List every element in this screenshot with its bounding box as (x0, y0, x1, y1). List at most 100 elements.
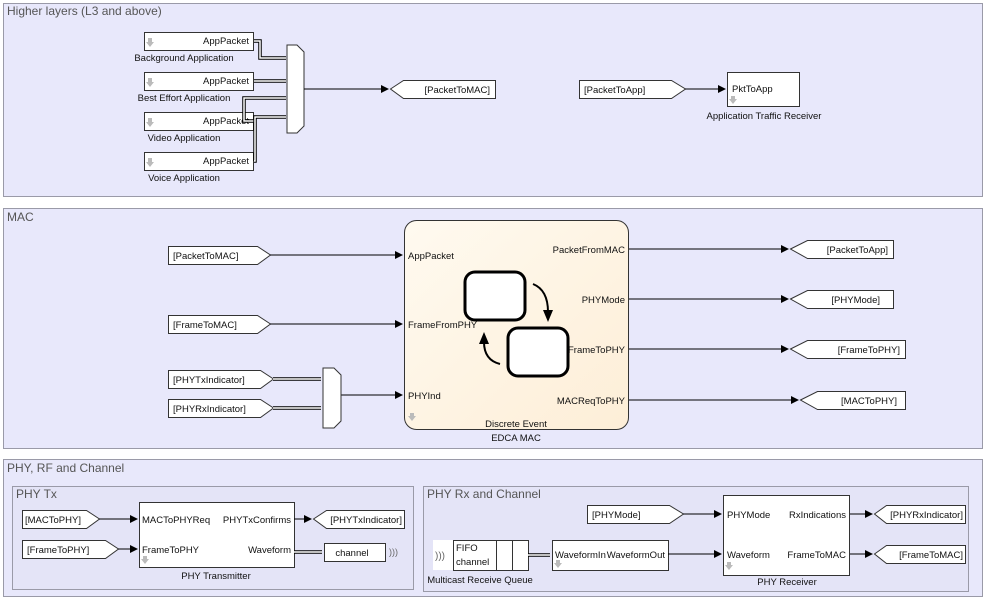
goto-packet-to-mac[interactable]: [PacketToMAC] (389, 80, 496, 99)
svg-text:FrameToMAC: FrameToMAC (787, 550, 846, 561)
svg-text:Application Traffic Receiver: Application Traffic Receiver (707, 111, 822, 122)
goto-phy-rx-indicator[interactable]: [PHYRxIndicator] (873, 505, 966, 524)
edca-mac-block[interactable]: AppPacket FrameFromPHY PHYInd PacketFrom… (404, 220, 629, 445)
from-phy-rx-indicator[interactable]: [PHYRxIndicator] (168, 399, 275, 418)
phy-transmitter-block[interactable]: MACToPHYReq FrameToPHY PHYTxConfirms Wav… (139, 502, 295, 583)
svg-text:[MACToPHY]: [MACToPHY] (25, 515, 81, 526)
svg-text:channel: channel (335, 548, 368, 559)
goto-phy-mode[interactable]: [PHYMode] (789, 290, 894, 309)
app-block-video[interactable]: AppPacket Video Application (144, 112, 254, 145)
down-arrow-icon (725, 562, 733, 570)
block-name: Voice Application (148, 173, 220, 184)
svg-text:FrameToPHY: FrameToPHY (568, 345, 626, 356)
area-phy-rx (423, 486, 969, 592)
port-label: AppPacket (203, 156, 249, 167)
svg-text:PHYInd: PHYInd (408, 391, 441, 402)
down-arrow-icon (146, 38, 154, 47)
wave-icon: ))) (435, 551, 445, 562)
svg-text:FrameToPHY: FrameToPHY (142, 545, 200, 556)
goto-phy-tx-indicator[interactable]: [PHYTxIndicator] (312, 510, 405, 529)
down-arrow-icon (408, 413, 416, 421)
goto-frame-to-mac[interactable]: [FrameToMAC] (873, 545, 966, 564)
svg-text:PHYTxConfirms: PHYTxConfirms (223, 515, 291, 526)
down-arrow-icon (554, 560, 562, 568)
svg-text:MACToPHYReq: MACToPHYReq (142, 515, 210, 526)
goto-mac-to-phy[interactable]: [MACToPHY] (799, 391, 906, 410)
svg-text:[PHYTxIndicator]: [PHYTxIndicator] (330, 515, 402, 526)
down-arrow-icon (146, 118, 154, 127)
bus-wires-apps (242, 39, 286, 163)
state-machine-icon (463, 270, 570, 378)
svg-text:[PHYMode]: [PHYMode] (831, 295, 880, 306)
svg-text:[FrameToPHY]: [FrameToPHY] (838, 345, 900, 356)
from-packet-to-app[interactable]: [PacketToApp] (579, 80, 687, 99)
svg-text:AppPacket: AppPacket (408, 251, 454, 262)
svg-text:[FrameToMAC]: [FrameToMAC] (899, 550, 963, 561)
app-block-voice[interactable]: AppPacket Voice Application (144, 152, 254, 185)
svg-text:[MACToPHY]: [MACToPHY] (841, 396, 897, 407)
mac-wires (270, 251, 403, 410)
block-name: Best Effort Application (138, 93, 231, 104)
svg-text:PHYMode: PHYMode (582, 295, 625, 306)
area-title: PHY Rx and Channel (427, 487, 541, 501)
down-arrow-icon (146, 78, 154, 87)
svg-text:MACReqToPHY: MACReqToPHY (557, 396, 626, 407)
down-arrow-icon (729, 96, 737, 104)
svg-text:RxIndications: RxIndications (789, 510, 846, 521)
svg-text:Multicast Receive Queue: Multicast Receive Queue (427, 575, 533, 586)
app-block-background[interactable]: AppPacket Background Application (134, 32, 254, 65)
svg-text:[FrameToMAC]: [FrameToMAC] (173, 320, 237, 331)
svg-text:[PHYRxIndicator]: [PHYRxIndicator] (890, 510, 963, 521)
block-name: Background Application (134, 53, 233, 64)
svg-text:WaveformIn: WaveformIn (555, 550, 606, 561)
block-name: Video Application (148, 133, 221, 144)
svg-text:WaveformOut: WaveformOut (607, 550, 666, 561)
from-packet-to-mac[interactable]: [PacketToMAC] (168, 246, 272, 265)
svg-text:[PacketToMAC]: [PacketToMAC] (425, 85, 490, 96)
port-label: AppPacket (203, 76, 249, 87)
app-block-best-effort[interactable]: AppPacket Best Effort Application (138, 72, 254, 105)
svg-text:[PHYRxIndicator]: [PHYRxIndicator] (173, 404, 246, 415)
area-title: PHY, RF and Channel (7, 461, 124, 475)
area-title: MAC (7, 210, 34, 224)
svg-text:[FrameToPHY]: [FrameToPHY] (27, 545, 89, 556)
bus-creator-mux[interactable] (286, 44, 305, 134)
svg-text:[PHYTxIndicator]: [PHYTxIndicator] (173, 375, 245, 386)
multicast-receive-queue[interactable]: ))) FIFO channel Multicast Receive Queue (427, 540, 533, 586)
from-frame-to-mac[interactable]: [FrameToMAC] (168, 315, 272, 334)
down-arrow-icon (141, 556, 149, 564)
from-frame-to-phy[interactable]: [FrameToPHY] (22, 540, 120, 559)
area-title: Higher layers (L3 and above) (7, 4, 162, 18)
goto-frame-to-phy[interactable]: [FrameToPHY] (789, 340, 906, 359)
svg-text:PHY Transmitter: PHY Transmitter (181, 571, 251, 582)
svg-text:FIFO: FIFO (456, 543, 478, 554)
from-mac-to-phy[interactable]: [MACToPHY] (22, 510, 101, 529)
svg-text:PHYMode: PHYMode (727, 510, 770, 521)
wave-icon: ))) (389, 547, 398, 557)
phy-receiver-block[interactable]: PHYMode Waveform RxIndications FrameToMA… (723, 495, 850, 589)
port-label: AppPacket (203, 116, 249, 127)
waveform-block[interactable]: WaveformIn WaveformOut (552, 540, 669, 571)
svg-text:channel: channel (456, 557, 489, 568)
from-phy-mode[interactable]: [PHYMode] (587, 505, 685, 524)
svg-text:[PHYMode]: [PHYMode] (592, 510, 641, 521)
area-title: PHY Tx (16, 487, 57, 501)
app-traffic-receiver-block[interactable]: PktToApp Application Traffic Receiver (707, 72, 822, 123)
goto-packet-to-app[interactable]: [PacketToApp] (789, 240, 894, 259)
port-label: AppPacket (203, 36, 249, 47)
svg-text:Waveform: Waveform (248, 545, 291, 556)
svg-text:Waveform: Waveform (727, 550, 770, 561)
svg-text:PacketFromMAC: PacketFromMAC (553, 245, 625, 256)
channel-send-block[interactable]: channel ))) (324, 543, 399, 562)
svg-text:PHY Receiver: PHY Receiver (757, 577, 817, 588)
mac-out-wires (629, 245, 799, 404)
svg-text:FrameFromPHY: FrameFromPHY (408, 320, 478, 331)
svg-text:[PacketToMAC]: [PacketToMAC] (173, 251, 238, 262)
from-phy-tx-indicator[interactable]: [PHYTxIndicator] (168, 370, 275, 389)
svg-text:PktToApp: PktToApp (732, 84, 773, 95)
svg-text:[PacketToApp]: [PacketToApp] (827, 245, 888, 256)
svg-text:Discrete Event: Discrete Event (485, 419, 547, 430)
bus-creator-mux[interactable] (322, 367, 342, 429)
down-arrow-icon (146, 158, 154, 167)
